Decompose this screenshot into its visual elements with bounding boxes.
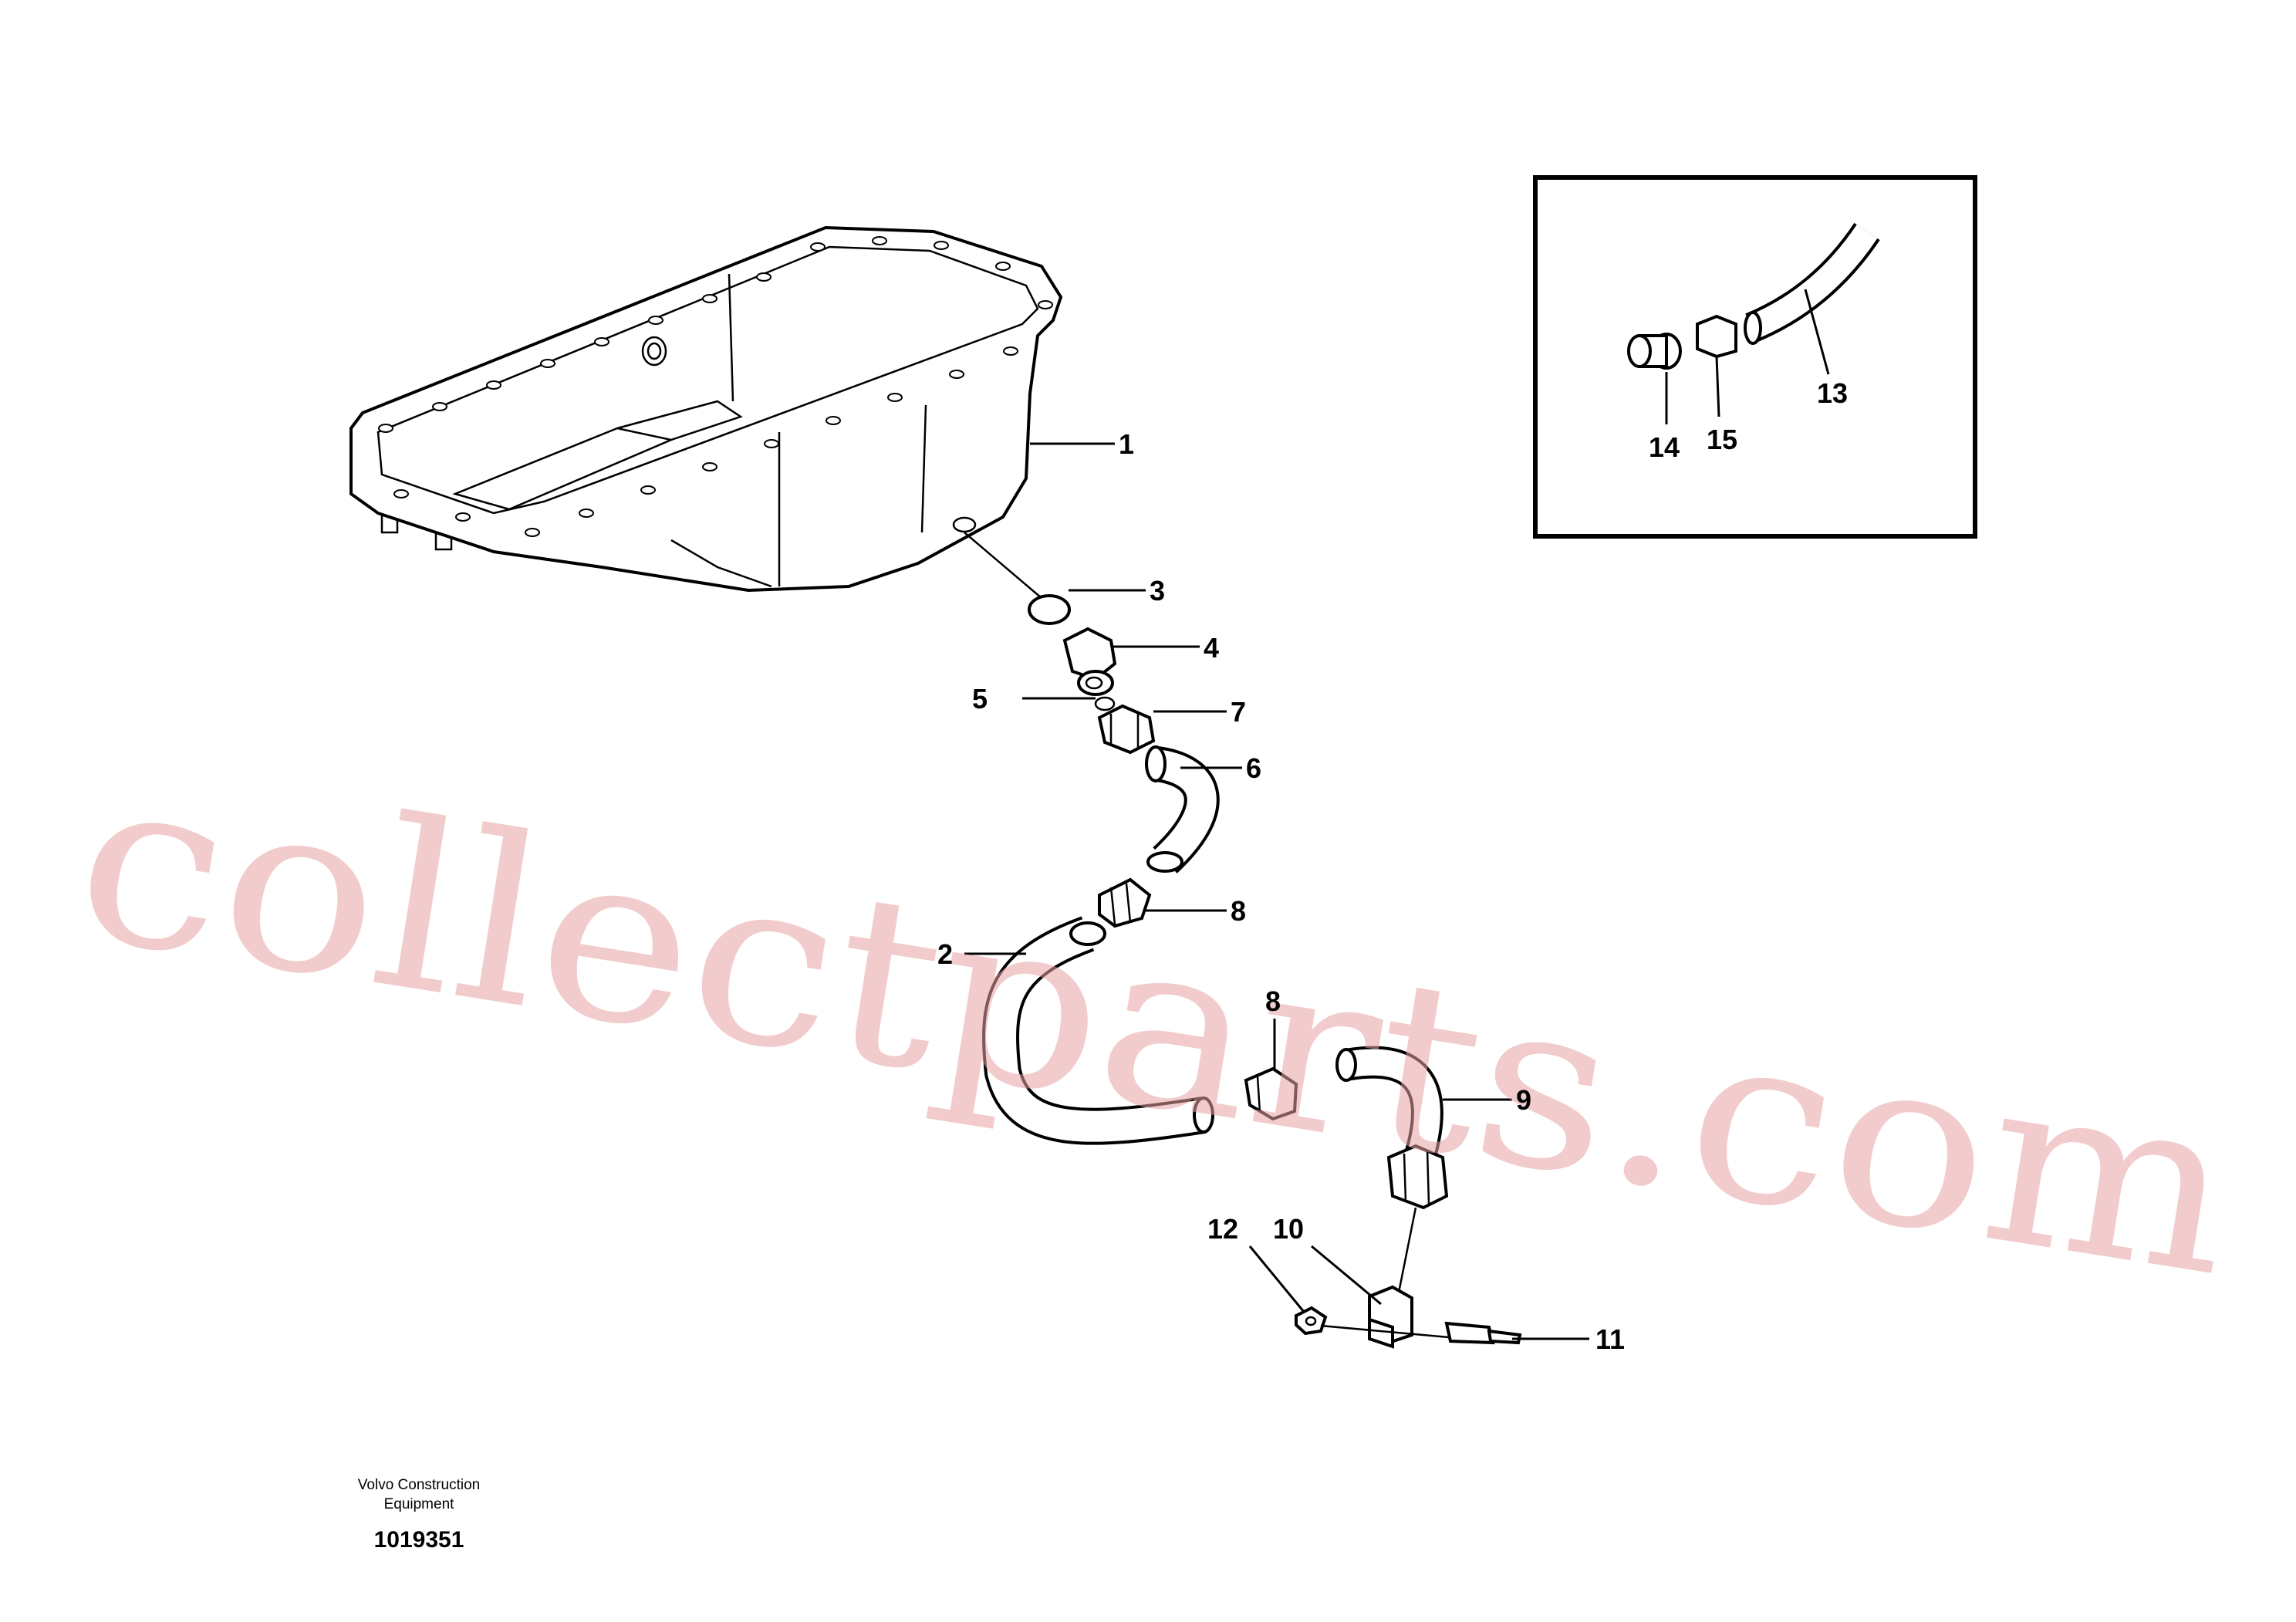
sensor-fitting bbox=[1368, 1285, 1413, 1349]
elbow-pipe bbox=[1145, 745, 1220, 874]
leader-lines bbox=[964, 289, 1830, 1340]
connection-chain bbox=[964, 532, 1522, 1349]
company-name-line1: Volvo Construction bbox=[358, 1477, 480, 1493]
collar-ring-lower bbox=[1244, 1066, 1298, 1121]
hex-nut bbox=[1097, 704, 1156, 755]
watermark: collectparts.com bbox=[61, 721, 2252, 1328]
callout-9: 9 bbox=[1516, 1084, 1531, 1116]
callout-5: 5 bbox=[972, 683, 988, 715]
callout-6: 6 bbox=[1246, 752, 1261, 784]
callout-15: 15 bbox=[1707, 424, 1737, 455]
pipe-loop bbox=[982, 916, 1214, 1145]
callout-14: 14 bbox=[1649, 431, 1680, 463]
callout-13: 13 bbox=[1817, 377, 1848, 409]
callout-12: 12 bbox=[1207, 1213, 1238, 1245]
callout-10: 10 bbox=[1273, 1213, 1304, 1245]
inset-detail bbox=[1533, 175, 1977, 539]
flange-bolt-holes bbox=[378, 236, 1053, 537]
callout-2: 2 bbox=[937, 938, 953, 970]
callout-8-lower: 8 bbox=[1265, 985, 1281, 1017]
callout-7: 7 bbox=[1231, 696, 1246, 728]
oil-pan bbox=[349, 225, 1063, 593]
callout-3: 3 bbox=[1150, 575, 1165, 607]
callout-1: 1 bbox=[1119, 428, 1134, 460]
drawing-number: 1019351 bbox=[374, 1527, 464, 1553]
collar-ring-upper bbox=[1098, 877, 1152, 928]
callout-11: 11 bbox=[1595, 1323, 1625, 1355]
sensor-probe bbox=[1444, 1321, 1522, 1345]
callout-4: 4 bbox=[1204, 632, 1219, 664]
company-name-line2: Equipment bbox=[384, 1496, 455, 1512]
callout-8-upper: 8 bbox=[1231, 895, 1246, 927]
adapter-fitting bbox=[1062, 627, 1117, 696]
pipe-bend bbox=[1335, 1046, 1443, 1163]
o-ring bbox=[1028, 594, 1071, 625]
